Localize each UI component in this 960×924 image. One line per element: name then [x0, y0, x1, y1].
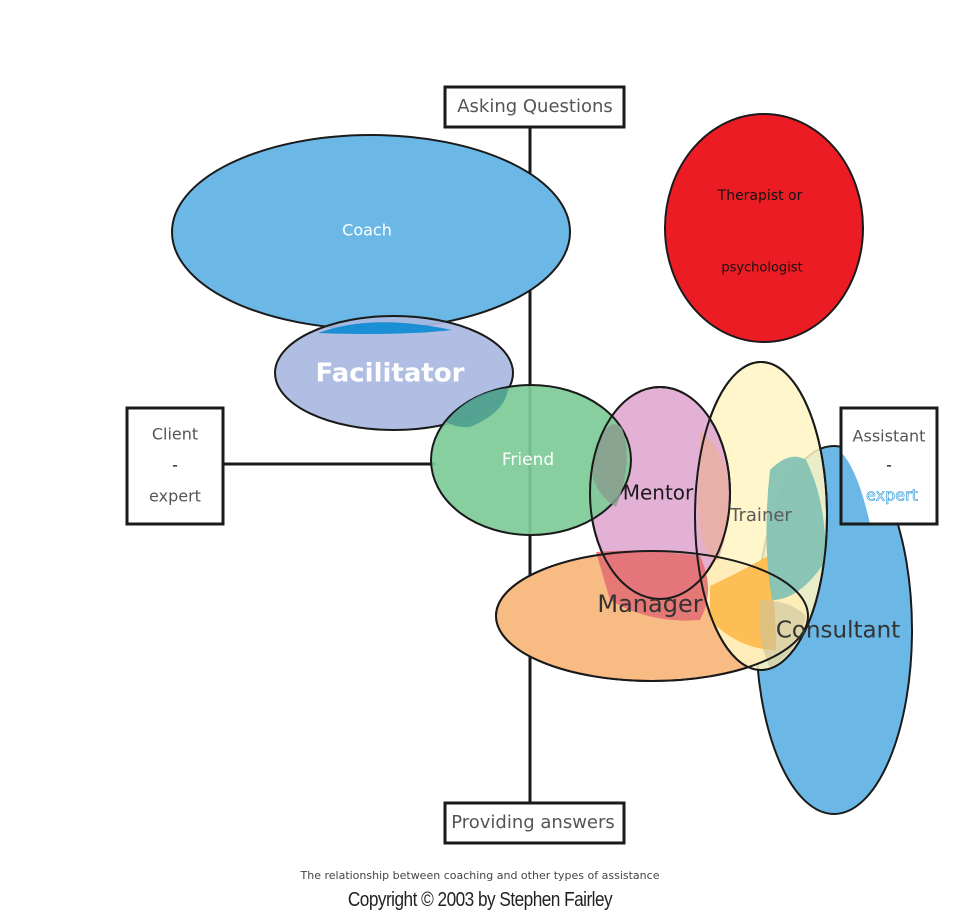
bottom-axis-label: Providing answers: [451, 812, 615, 833]
right-axis-label-line-3: expert: [866, 486, 918, 505]
trainer-outline: [694, 361, 828, 671]
therapist-ellipse: [664, 113, 864, 343]
top-axis-label: Asking Questions: [457, 96, 613, 117]
top-axis-box: Asking Questions: [443, 85, 626, 129]
coach-facilitator-overlap: [318, 322, 452, 334]
right-axis-box: Assistant - expert: [839, 406, 939, 526]
manager-outline: [495, 550, 809, 682]
friend-label: Friend: [502, 450, 554, 470]
right-axis-label-line-2: -: [886, 456, 892, 475]
left-axis-label-line-3: expert: [149, 487, 201, 506]
left-axis-label-line-2: -: [172, 456, 178, 475]
friend-facilitator-overlap: [446, 388, 508, 428]
friend-ellipse: [430, 384, 632, 536]
trainer-consultant-overlap: [766, 456, 826, 600]
manager-consultant-overlap: [759, 600, 806, 668]
coach-label: Coach: [342, 221, 392, 240]
bottom-axis-box: Providing answers: [443, 801, 626, 845]
copyright-notice: Copyright © 2003 by Stephen Fairley: [347, 889, 613, 911]
figure-caption: The relationship between coaching and ot…: [300, 869, 660, 882]
mentor-outline: [589, 386, 731, 600]
therapist-label-line-1: Therapist or: [717, 188, 803, 204]
therapist-label-line-2: psychologist: [721, 261, 802, 276]
facilitator-label: Facilitator: [315, 359, 464, 389]
mentor-trainer-overlap: [698, 432, 729, 560]
mentor-label: Mentor: [623, 481, 694, 505]
facilitator-ellipse: [274, 315, 514, 431]
trainer-label: Trainer: [729, 505, 792, 526]
right-axis-label-line-1: Assistant: [853, 427, 926, 446]
consultant-label: Consultant: [776, 618, 900, 644]
left-axis-box: Client - expert: [125, 406, 225, 526]
mentor-manager-overlap: [596, 550, 708, 621]
manager-label: Manager: [597, 590, 702, 618]
friend-mentor-overlap: [592, 424, 627, 507]
left-axis-label-line-1: Client: [152, 425, 198, 444]
